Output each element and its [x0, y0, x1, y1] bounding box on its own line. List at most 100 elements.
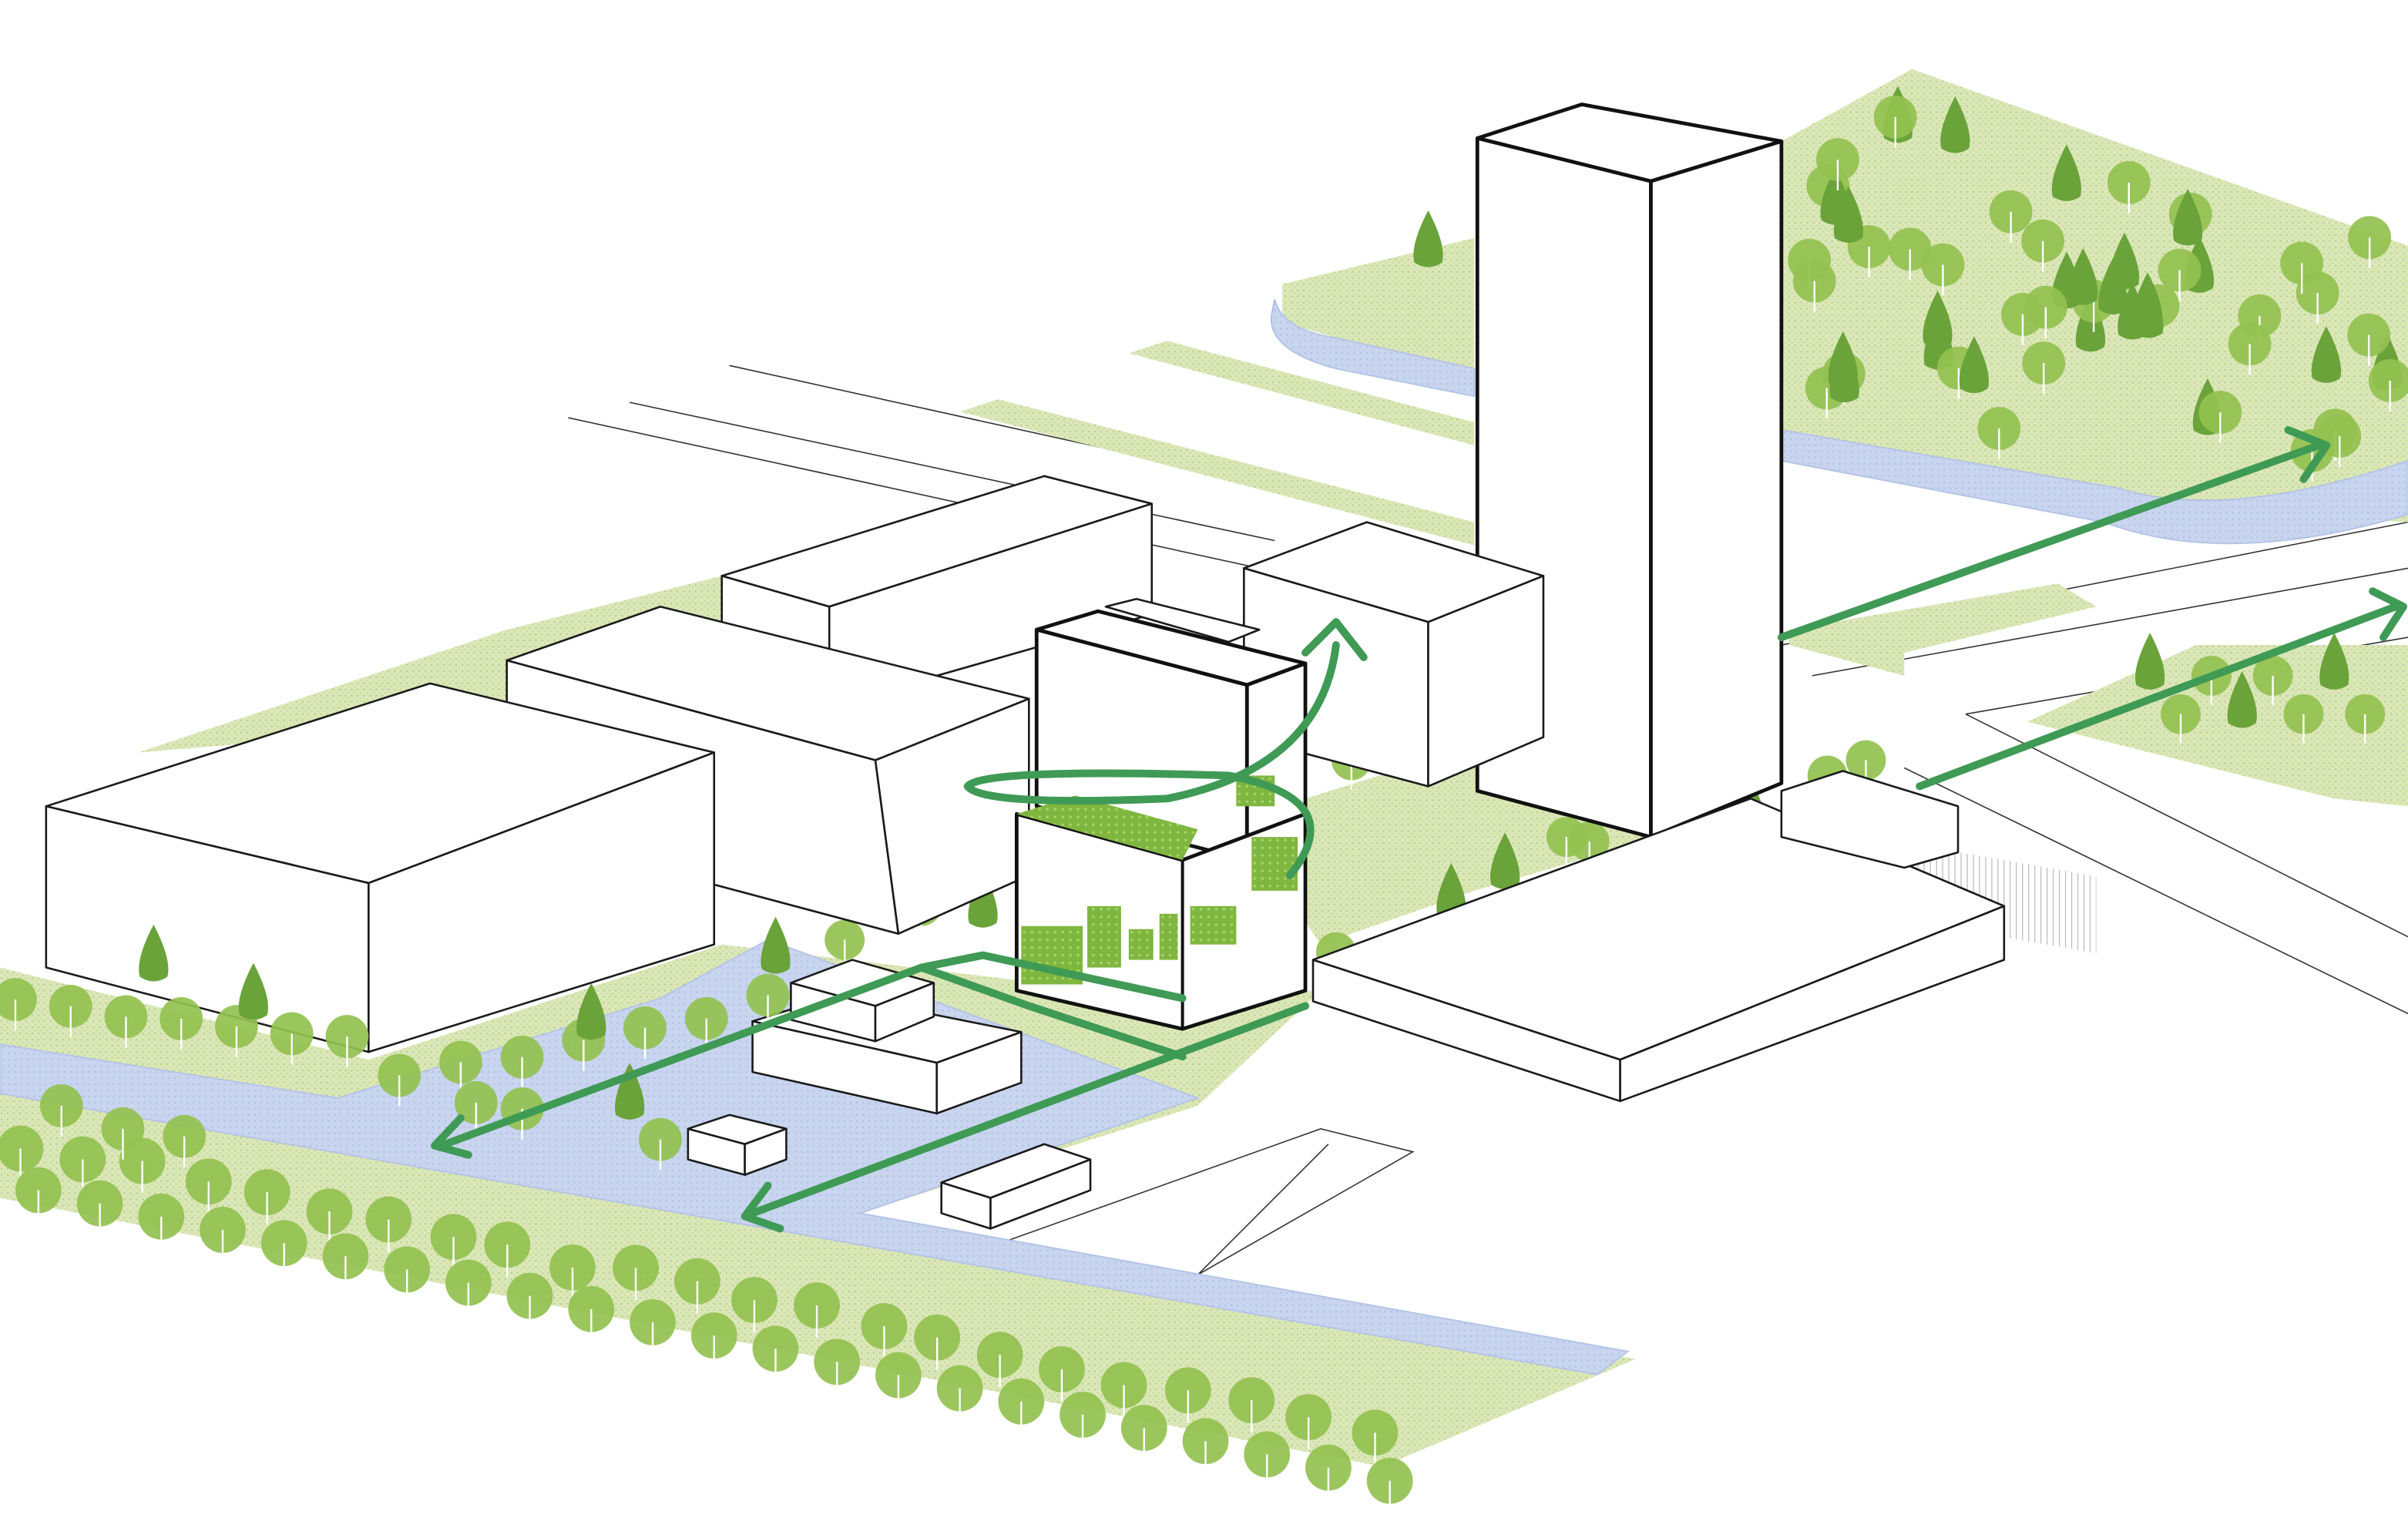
tree-icon — [1244, 1431, 1291, 1487]
tree-icon — [76, 1180, 123, 1236]
conifer-tree-icon — [139, 924, 169, 982]
tree-icon — [104, 995, 148, 1048]
tree-icon — [1921, 243, 1965, 296]
tree-icon — [1060, 1392, 1106, 1447]
tree-icon — [613, 1245, 659, 1301]
tree-icon — [1816, 138, 1859, 190]
tree-icon — [185, 1158, 232, 1214]
tree-icon — [2023, 285, 2067, 338]
tree-icon — [200, 1207, 246, 1262]
tree-icon — [2283, 694, 2324, 744]
tree-icon — [2198, 391, 2242, 443]
tree-icon — [1285, 1394, 1332, 1449]
green-terrace — [1016, 795, 1198, 861]
tree-icon — [101, 1107, 145, 1160]
tree-icon — [623, 1006, 667, 1059]
tree-icon — [39, 1084, 83, 1137]
conifer-tree-icon — [2068, 247, 2098, 305]
tree-icon — [1352, 1409, 1399, 1466]
tree-icon — [243, 1169, 291, 1225]
tree-icon — [752, 1325, 799, 1382]
small-box-2 — [940, 1143, 1092, 1230]
tree-icon — [1989, 190, 2033, 243]
conifer-tree-icon — [615, 1063, 645, 1120]
tree-icon — [270, 1012, 314, 1065]
tree-icon — [430, 1214, 477, 1270]
tree-icon — [0, 978, 37, 1030]
tree-icon — [2280, 241, 2324, 294]
conifer-tree-icon — [1828, 331, 1858, 388]
arrow-west-canal — [748, 1002, 1310, 1218]
arrow-head — [2284, 426, 2331, 483]
tree-icon — [500, 1035, 544, 1088]
tree-icon — [814, 1339, 861, 1395]
arrow-head — [431, 1114, 472, 1159]
tree-icon — [1182, 1418, 1229, 1474]
tree-icon — [2228, 322, 2272, 375]
canal-bank-lower — [0, 1075, 1636, 1467]
tree-icon — [325, 1015, 369, 1067]
tree-icon — [506, 1272, 553, 1328]
conifer-tree-icon — [1413, 210, 1443, 267]
tree-icon — [861, 1303, 908, 1359]
conifer-tree-icon — [968, 871, 998, 928]
tree-icon — [2158, 248, 2201, 301]
conifer-tree-icon — [2319, 633, 2349, 690]
arrow-east — [1916, 603, 2400, 791]
park-strip-top — [1282, 237, 1475, 377]
conifer-tree-icon — [1833, 186, 1864, 244]
conifer-tree-icon — [761, 916, 791, 974]
tree-icon — [0, 1125, 44, 1181]
tree-icon — [378, 1053, 421, 1107]
tree-icon — [260, 1220, 307, 1275]
arrow-head — [2369, 587, 2407, 642]
arrow-head — [741, 1181, 784, 1233]
conifer-tree-icon — [576, 983, 606, 1040]
small-box-1 — [687, 1114, 788, 1176]
tree-icon — [163, 1114, 207, 1167]
green-strip-3 — [1788, 583, 2097, 676]
tree-icon — [1305, 1444, 1352, 1500]
tree-icon — [1100, 1362, 1147, 1418]
conifer-tree-icon — [2134, 280, 2164, 338]
green-strip-1 — [1128, 341, 1475, 445]
park-strip-right — [2027, 645, 2408, 807]
green-facade-panel — [1159, 913, 1178, 960]
canal-top — [1270, 299, 1476, 398]
tree-icon — [160, 997, 203, 1050]
trees-front — [0, 916, 1413, 1513]
tree-icon — [630, 1299, 676, 1355]
tree-icon — [2021, 219, 2064, 272]
tree-icon — [568, 1285, 615, 1342]
tree-icon — [674, 1258, 720, 1314]
tree-icon — [1164, 1367, 1211, 1423]
tree-icon — [690, 1312, 737, 1368]
tree-icon — [119, 1137, 166, 1194]
conifer-tree-icon — [2098, 257, 2128, 315]
tree-icon — [1888, 227, 1932, 280]
tree-icon — [914, 1314, 961, 1370]
tree-icon — [998, 1378, 1045, 1434]
green-strip-2 — [959, 399, 1475, 546]
arrow-head — [1301, 618, 1368, 661]
central-green-building — [1014, 597, 1308, 1031]
tree-icon — [2107, 161, 2151, 213]
tree-icon — [2347, 313, 2391, 366]
tree-icon — [49, 984, 92, 1037]
conifer-tree-icon — [1959, 336, 1990, 394]
building-large-left — [45, 682, 716, 1053]
tree-icon — [2368, 359, 2408, 411]
conifer-tree-icon — [1940, 96, 1970, 153]
tree-icon — [322, 1233, 369, 1289]
tree-icon — [1228, 1377, 1275, 1433]
tree-icon — [1366, 1457, 1413, 1513]
tree-icon — [454, 1081, 498, 1134]
tree-icon — [794, 1282, 840, 1338]
tree-icon — [2022, 341, 2066, 394]
tree-icon — [15, 1167, 62, 1223]
tree-icon — [1873, 96, 1917, 148]
arrow-spiral — [963, 641, 1340, 879]
tree-icon — [2161, 694, 2201, 744]
low-building-right — [1311, 770, 2006, 1103]
